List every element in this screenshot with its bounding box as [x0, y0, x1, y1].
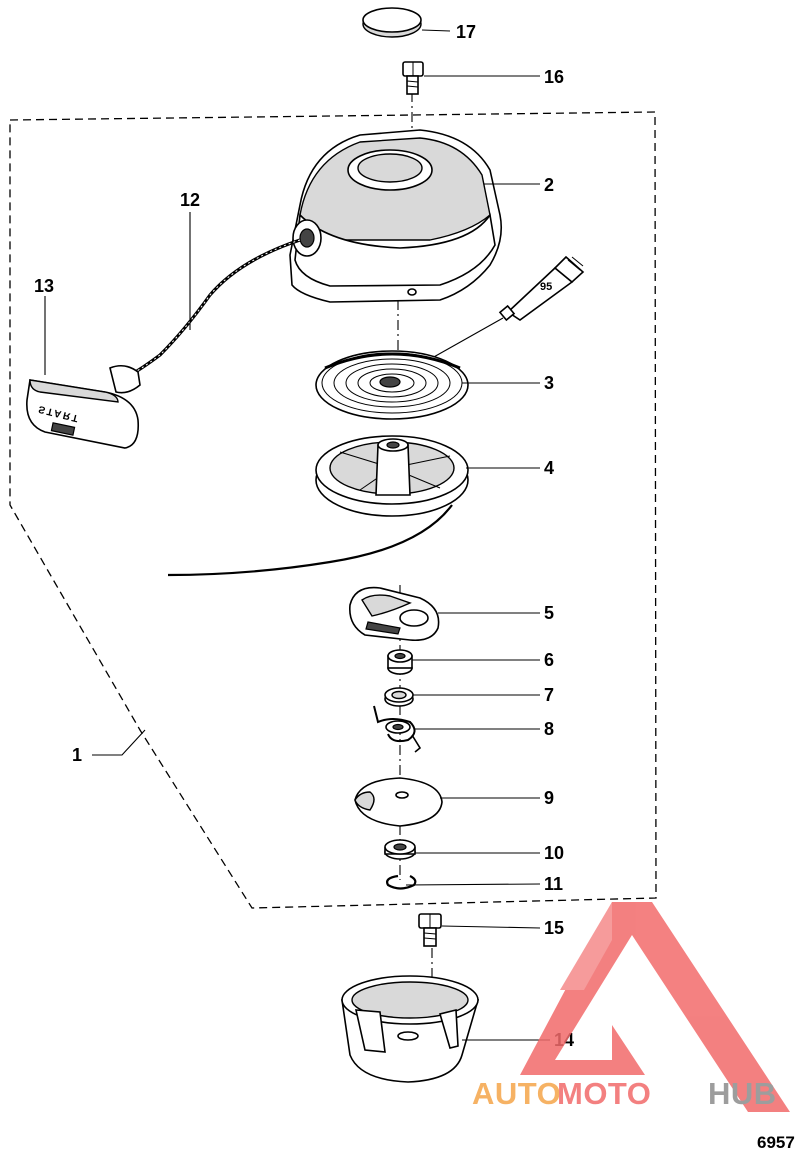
part-12-starter-rope: [124, 238, 301, 380]
part-11-clip: [386, 874, 417, 890]
callout-2: 2: [544, 175, 554, 195]
callout-7: 7: [544, 685, 554, 705]
part-4-rope-pulley: [315, 435, 469, 517]
callout-8: 8: [544, 719, 554, 739]
callout-12: 12: [180, 190, 200, 210]
part-8-spring: [373, 705, 422, 753]
part-7-washer: [384, 687, 414, 707]
lubricant-tube-number: 95: [540, 281, 552, 293]
part-14-starter-cup: [341, 975, 480, 1083]
watermark-word-auto: AUTO: [472, 1076, 561, 1111]
watermark-word-hub: HUB: [708, 1076, 777, 1111]
callout-15: 15: [544, 918, 564, 938]
callout-16: 16: [544, 67, 564, 87]
lubricant-tube-95: 95: [431, 255, 585, 359]
part-10-nut: [384, 839, 416, 860]
callout-3: 3: [544, 373, 554, 393]
part-13-starter-handle: START: [26, 364, 141, 449]
callout-6: 6: [544, 650, 554, 670]
callout-1: 1: [72, 745, 82, 765]
pulley-rope-segment: [167, 504, 453, 577]
callout-17: 17: [456, 22, 476, 42]
figure-number: 6957: [757, 1133, 795, 1152]
callout-13: 13: [34, 276, 54, 296]
callout-11: 11: [544, 874, 563, 894]
part-15-bolt: [418, 913, 442, 947]
callout-4: 4: [544, 458, 554, 478]
callout-9: 9: [544, 788, 554, 808]
automotohub-watermark-logo: AUTO MOTO HUB: [472, 902, 790, 1112]
part-17-cap: [362, 7, 422, 38]
part-6-bushing: [387, 649, 413, 675]
part-5-pawl-plate: [348, 586, 440, 642]
part-16-bolt: [402, 61, 424, 95]
part-9-drive-plate: [354, 777, 443, 827]
callout-10: 10: [544, 843, 564, 863]
part-3-recoil-spring: [315, 350, 469, 420]
part-2-starter-housing: [289, 129, 503, 303]
callout-5: 5: [544, 603, 554, 623]
watermark-word-moto: MOTO: [557, 1076, 651, 1111]
assembly-boundary-dashed: [9, 111, 657, 909]
